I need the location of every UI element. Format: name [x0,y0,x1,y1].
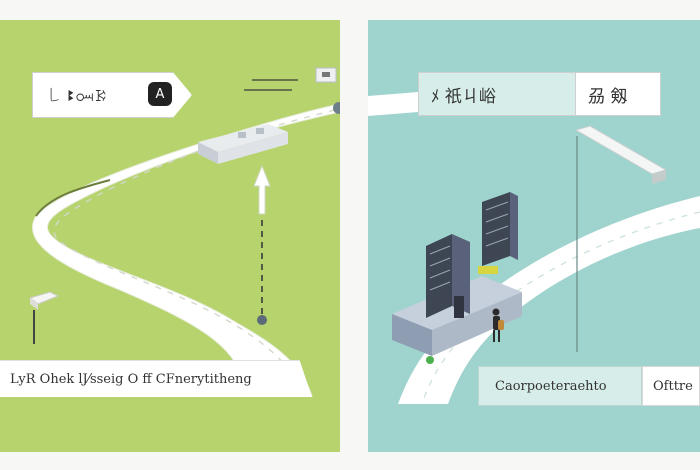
right-direction-sign: ﾒ 祇ㄐ峪 刕 剱 [418,72,661,116]
right-sign-left-text: ﾒ 祇ㄐ峪 [431,86,496,107]
right-road-dashes [423,211,700,399]
lock-badge-glyph: A [155,86,165,102]
left-road [0,103,340,397]
right-banner: Caorpoeteraehto Ofttre [478,366,700,406]
left-banner-text: LyR Ohek lJ⁄sseig O ff CFnerytitheng [10,371,252,387]
right-sign-right-segment: 刕 剱 [575,73,660,115]
right-sign-right-text: 刕 剱 [588,86,628,107]
lock-icon: A [148,82,172,106]
right-banner-left-text: Caorpoeteraehto [495,378,607,394]
right-sign-left-segment: ﾒ 祇ㄐ峪 [419,73,575,115]
road-node [333,102,340,114]
right-road [398,196,700,404]
small-billboard [315,67,337,83]
right-banner-right-cell: Ofttre [642,366,700,406]
left-road-edge [35,179,111,217]
right-panel: ﾒ 祇ㄐ峪 刕 剱 Caorpoeteraehto Ofttre [368,20,700,452]
right-banner-left-cell: Caorpoeteraehto [478,366,642,406]
up-arrow [253,164,271,215]
person-figure [492,308,504,342]
left-sign-text: ꒒ ꔪꗢꗣ [49,87,108,105]
isometric-buildings [392,192,522,364]
path-dot [257,315,267,325]
road-barrier [574,125,668,184]
road-building [198,124,288,164]
right-road-top [368,92,418,116]
left-panel: ꒒ ꔪꗢꗣ A LyR Ohek lJ⁄sseig O ff CFnerytit… [0,20,340,452]
right-banner-right-text: Ofttre [653,378,693,394]
left-signpost [28,291,60,344]
left-banner: LyR Ohek lJ⁄sseig O ff CFnerytitheng [0,360,312,397]
